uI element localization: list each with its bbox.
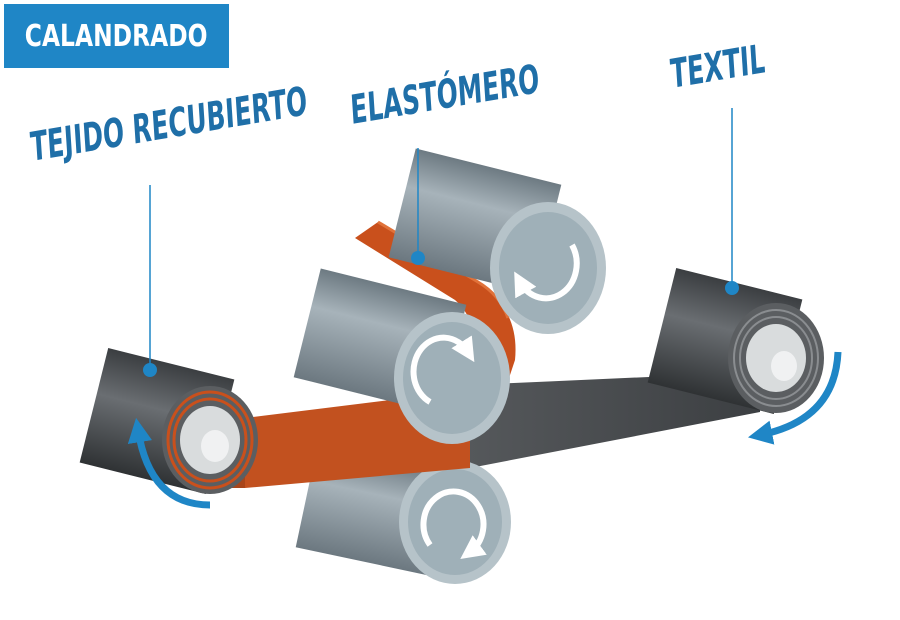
left-rotation-arrow <box>127 417 211 509</box>
leader-textile <box>725 108 739 295</box>
textile-band <box>470 372 760 468</box>
diagram-title: CALANDRADO <box>25 18 208 54</box>
title-badge: CALANDRADO <box>4 4 229 68</box>
top-roller <box>388 148 606 334</box>
leader-elastomer <box>411 148 425 265</box>
middle-roller <box>293 268 510 444</box>
coated-fabric-roll <box>79 348 258 494</box>
right-rotation-arrow <box>747 351 842 445</box>
textile-roll <box>647 268 824 414</box>
leader-coated-fabric <box>143 185 157 377</box>
